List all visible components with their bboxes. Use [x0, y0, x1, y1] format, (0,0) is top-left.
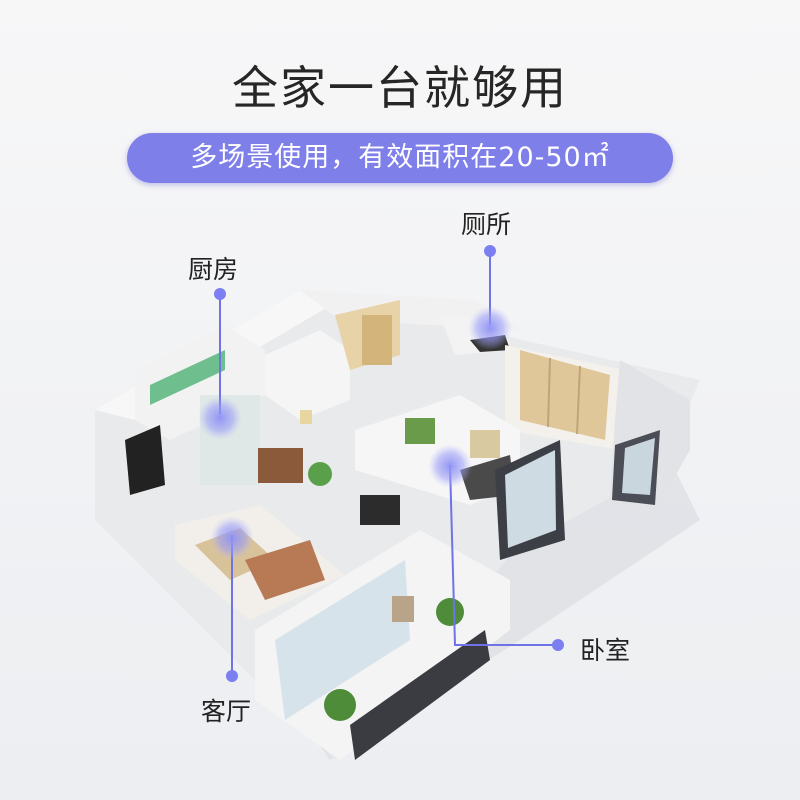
- kitchen-dot: [214, 288, 226, 300]
- kitchen-room: [135, 325, 265, 440]
- coverage-banner: 多场景使用，有效面积在20-50㎡: [127, 133, 673, 183]
- toilet-dot: [484, 245, 496, 257]
- bedroom-leader: [449, 464, 557, 646]
- living-dot: [226, 670, 238, 682]
- label-toilet: 厕所: [461, 210, 512, 239]
- label-kitchen: 厨房: [188, 255, 239, 284]
- label-bedroom: 卧室: [580, 636, 631, 665]
- bedroom-dot: [552, 639, 564, 651]
- coverage-text: 多场景使用，有效面积在20-50㎡: [190, 142, 610, 173]
- label-living-room: 客厅: [201, 697, 252, 726]
- page-title: 全家一台就够用: [232, 61, 568, 115]
